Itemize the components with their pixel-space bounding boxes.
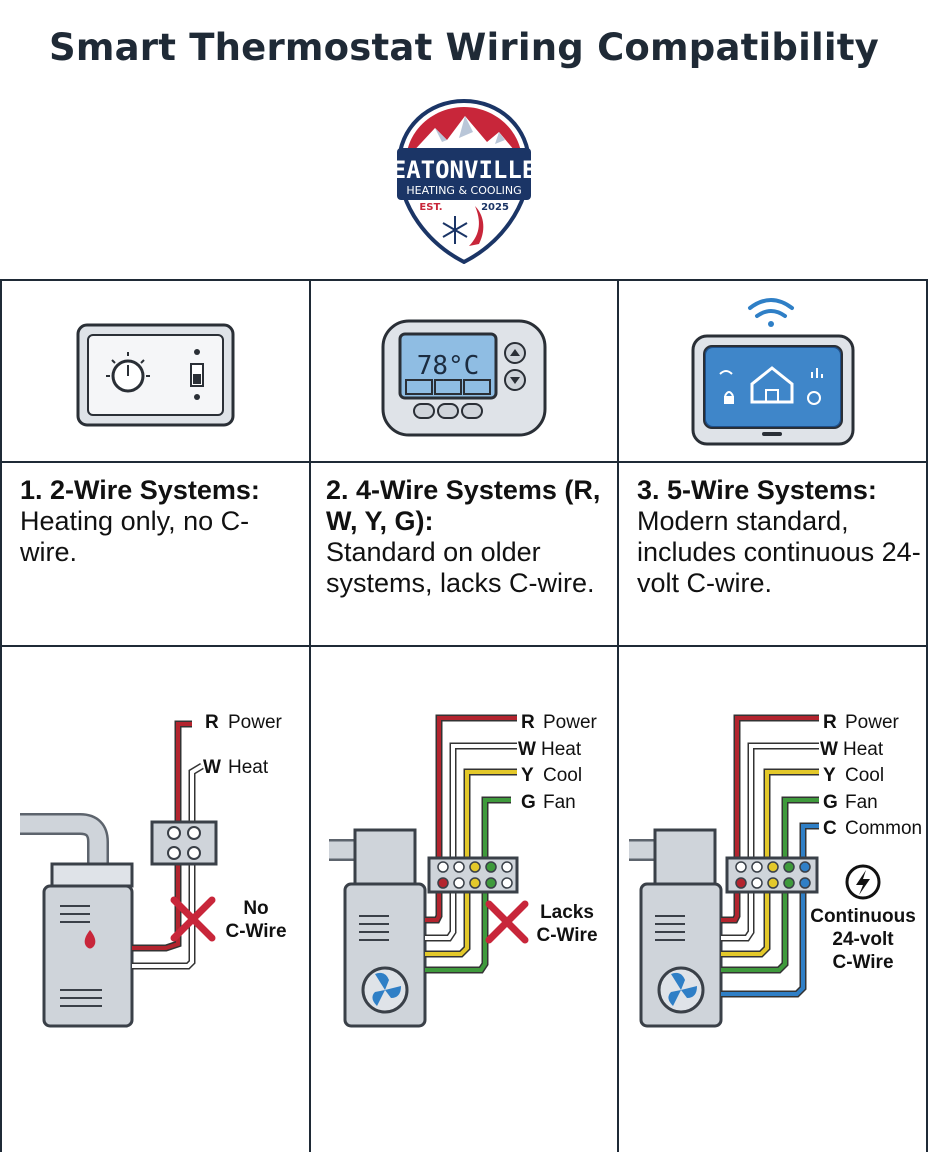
- logo-name: EATONVILLE: [395, 156, 533, 184]
- wire-letter-c: C: [823, 818, 837, 839]
- column-1-text: 1. 2-Wire Systems: Heating only, no C-wi…: [20, 475, 305, 568]
- wire-letter-r: R: [823, 712, 837, 733]
- wire-letter-g: G: [823, 792, 838, 813]
- wire-letter-r: R: [205, 712, 219, 733]
- wifi-icon: [748, 298, 794, 318]
- company-logo: EATONVILLE HEATING & COOLING EST. 2025: [395, 98, 533, 264]
- no-connection-icon: [485, 900, 529, 944]
- smart-thermostat-icon: [691, 298, 855, 446]
- status-line-2: C-Wire: [225, 921, 286, 942]
- logo-year: 2025: [481, 202, 509, 213]
- wire-label-r: Power: [543, 712, 598, 733]
- column-3-heading: 3. 5-Wire Systems:: [637, 475, 877, 505]
- column-1-description: Heating only, no C-wire.: [20, 506, 250, 567]
- wire-letter-w: W: [203, 757, 221, 778]
- wire-letter-w: W: [518, 739, 536, 760]
- no-connection-icon: [170, 896, 216, 942]
- wire-label-c: Common: [845, 818, 922, 839]
- wire-letter-w: W: [820, 739, 838, 760]
- logo-subtitle: HEATING & COOLING: [406, 184, 521, 197]
- wire-letter-y: Y: [823, 765, 836, 786]
- two-wire-diagram: R Power W Heat No C-Wire: [20, 712, 287, 1028]
- digital-thermostat-icon: 78°C: [381, 319, 547, 437]
- page-title: Smart Thermostat Wiring Compatibility: [49, 26, 879, 69]
- wire-label-g: Fan: [543, 792, 576, 813]
- logo-est: EST.: [419, 202, 442, 213]
- status-line-1: Continuous: [810, 906, 916, 927]
- wire-letter-r: R: [521, 712, 535, 733]
- status-line-3: C-Wire: [832, 952, 893, 973]
- column-3-text: 3. 5-Wire Systems: Modern standard, incl…: [637, 475, 922, 599]
- column-3-description: Modern standard, includes continuous 24-…: [637, 506, 921, 598]
- thermostat-display: 78°C: [417, 351, 480, 381]
- status-line-1: Lacks: [540, 902, 594, 923]
- wire-letter-w-label: Heat: [843, 739, 884, 760]
- four-wire-diagram: R Power W Heat Y Cool G Fan Lacks C-Wire: [329, 712, 598, 1028]
- wire-letter-g: G: [521, 792, 536, 813]
- status-line-1: No: [243, 898, 268, 919]
- wire-label-g: Fan: [845, 792, 878, 813]
- column-2-heading: 2. 4-Wire Systems (R, W, Y, G):: [326, 475, 601, 536]
- wire-label-r: Power: [228, 712, 283, 733]
- wire-label-w: Heat: [541, 739, 582, 760]
- wire-label-w: Heat: [228, 757, 269, 778]
- wire-label-r: Power: [845, 712, 900, 733]
- column-2-text: 2. 4-Wire Systems (R, W, Y, G): Standard…: [326, 475, 606, 599]
- five-wire-diagram: R Power W Heat Y Cool G Fan C Common Con…: [629, 712, 922, 1028]
- flame-icon: [84, 930, 96, 949]
- wire-label-y: Cool: [845, 765, 884, 786]
- mechanical-thermostat-icon: [76, 323, 235, 427]
- column-2-description: Standard on older systems, lacks C-wire.: [326, 537, 595, 598]
- wire-label-y: Cool: [543, 765, 582, 786]
- column-1-heading: 1. 2-Wire Systems:: [20, 475, 260, 505]
- wire-letter-y: Y: [521, 765, 534, 786]
- status-line-2: 24-volt: [832, 929, 894, 950]
- status-line-2: C-Wire: [536, 925, 597, 946]
- lightning-bolt-icon: [845, 864, 881, 900]
- snowflake-icon: [442, 216, 468, 244]
